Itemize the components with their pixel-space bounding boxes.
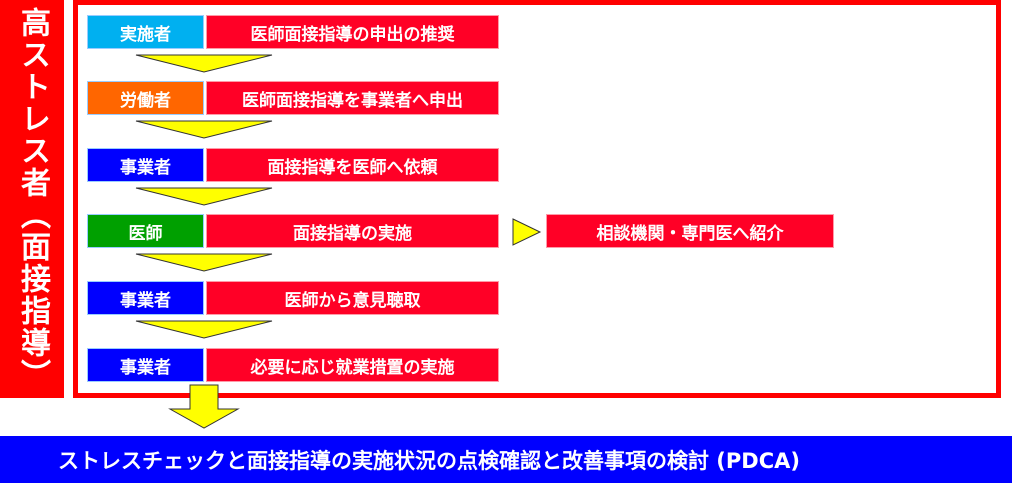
down-triangle-icon (135, 320, 273, 340)
right-arrow-icon (512, 218, 542, 246)
actor-label: 事業者 (87, 348, 204, 382)
action-box: 医師から意見聴取 (206, 281, 499, 315)
action-box: 医師面接指導の申出の推奨 (206, 15, 499, 49)
actor-label: 医師 (87, 214, 204, 248)
down-triangle-icon (135, 253, 273, 273)
action-box: 必要に応じ就業措置の実施 (206, 348, 499, 382)
down-arrow-icon (168, 384, 240, 430)
down-triangle-icon (135, 187, 273, 207)
referral-box: 相談機関・専門医へ紹介 (546, 214, 834, 248)
action-box: 医師面接指導を事業者へ申出 (206, 81, 499, 115)
actor-label: 実施者 (87, 15, 204, 49)
action-box: 面接指導を医師へ依頼 (206, 148, 499, 182)
down-triangle-icon (135, 54, 273, 74)
actor-label: 事業者 (87, 148, 204, 182)
high-stress-label: 高ストレス者（面接指導） (0, 0, 64, 398)
actor-label: 事業者 (87, 281, 204, 315)
action-box: 面接指導の実施 (206, 214, 499, 248)
actor-label: 労働者 (87, 81, 204, 115)
pdca-banner: ストレスチェックと面接指導の実施状況の点検確認と改善事項の検討 (PDCA) (0, 436, 1012, 483)
process-frame (73, 0, 1001, 398)
down-triangle-icon (135, 120, 273, 140)
